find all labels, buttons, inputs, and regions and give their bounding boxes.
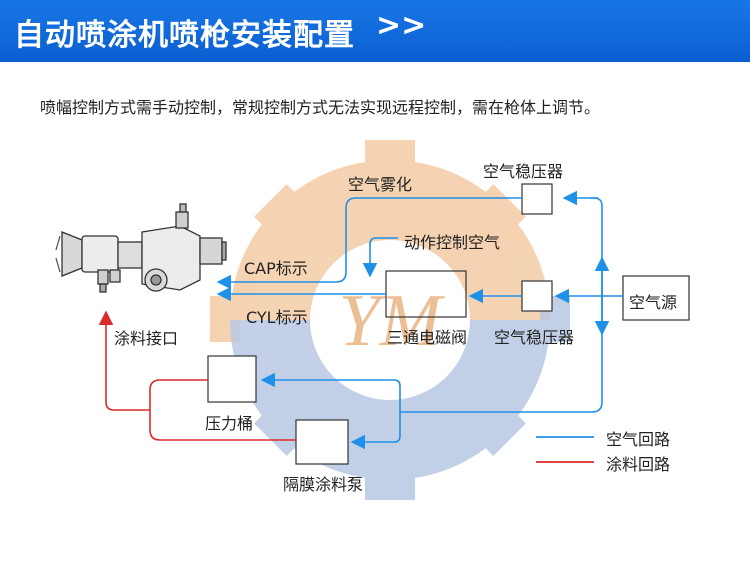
- header-banner: 自动喷涂机喷枪安装配置 >>: [0, 0, 750, 62]
- watermark-logo-text: YM: [339, 280, 446, 362]
- paint-circuit-lines: [98, 310, 296, 441]
- air-source-box: [622, 275, 690, 321]
- diaphragm-pump-box: [295, 419, 349, 465]
- description-text: 喷幅控制方式需手动控制，常规控制方式无法实现远程控制，需在枪体上调节。: [40, 98, 601, 117]
- pressure-tank-box: [207, 355, 257, 403]
- label-regulator-top: 空气稳压器: [483, 162, 564, 181]
- label-diaphragm-pump: 隔膜涂料泵: [283, 475, 364, 494]
- spray-gun-icon: [55, 203, 227, 293]
- watermark-gear: YM: [210, 140, 570, 500]
- regulator-mid-box: [521, 280, 553, 312]
- label-paint-inlet: 涂料接口: [114, 329, 179, 348]
- air-circuit-lines: [216, 190, 623, 450]
- legend-paint-label: 涂料回路: [606, 455, 671, 474]
- label-regulator-mid: 空气稳压器: [494, 328, 575, 347]
- label-pressure-tank: 压力桶: [205, 414, 254, 433]
- regulator-top-box: [521, 183, 553, 215]
- label-solenoid-valve: 三通电磁阀: [387, 328, 468, 347]
- page-title: 自动喷涂机喷枪安装配置: [14, 18, 355, 53]
- label-air-atomize: 空气雾化: [348, 175, 413, 194]
- label-cyl: CYL标示: [246, 308, 308, 327]
- label-air-source: 空气源: [629, 293, 678, 312]
- label-action-control-air: 动作控制空气: [404, 233, 501, 252]
- chevrons-icon: >>: [376, 8, 427, 43]
- legend-air-label: 空气回路: [606, 430, 671, 449]
- label-cap: CAP标示: [244, 259, 308, 278]
